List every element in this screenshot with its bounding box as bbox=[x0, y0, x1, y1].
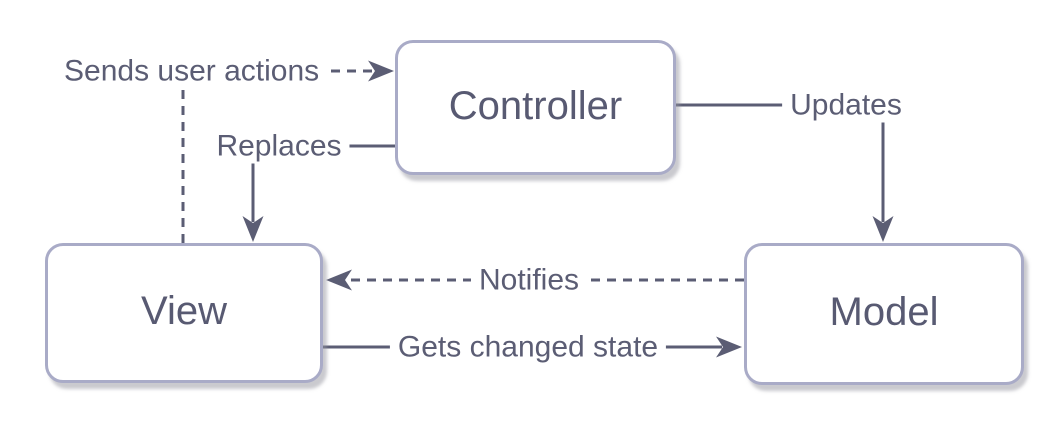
edge-label-updates: Updates bbox=[782, 87, 910, 123]
edge-sends-user-actions-arrowhead bbox=[368, 60, 394, 82]
edge-label-notifies: Notifies bbox=[470, 262, 588, 298]
node-view-label: View bbox=[141, 289, 227, 333]
edge-replaces-arrowhead bbox=[242, 216, 264, 242]
edge-notifies-arrowhead bbox=[326, 269, 352, 291]
node-model: Model bbox=[744, 243, 1024, 385]
edge-updates-arrowhead bbox=[872, 216, 894, 242]
node-controller: Controller bbox=[395, 40, 676, 175]
node-controller-label: Controller bbox=[448, 83, 623, 128]
edge-label-sends-user-actions: Sends user actions bbox=[56, 53, 328, 89]
node-model-label: Model bbox=[829, 290, 939, 334]
node-view: View bbox=[45, 243, 323, 383]
edge-label-gets-changed-state: Gets changed state bbox=[389, 329, 667, 365]
edge-gets-changed-state-arrowhead bbox=[716, 336, 742, 358]
edge-label-replaces: Replaces bbox=[208, 128, 350, 164]
edge-updates-line bbox=[676, 103, 885, 222]
